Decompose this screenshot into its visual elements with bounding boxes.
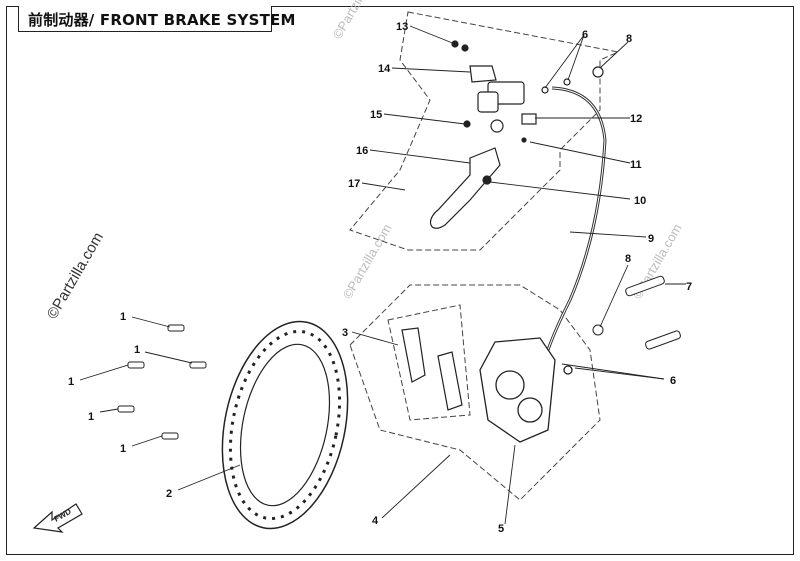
callout-17: 17 xyxy=(348,178,360,190)
callout-3: 3 xyxy=(342,327,348,339)
drawing-frame xyxy=(6,6,794,555)
washer-top-a xyxy=(541,86,549,94)
callout-1c: 1 xyxy=(68,376,74,388)
brake-hose xyxy=(546,86,607,351)
brake-pad-inner xyxy=(401,327,426,383)
group-outlines xyxy=(349,11,620,501)
watermark-left: ©Partzilla.com xyxy=(44,230,107,322)
brake-disc xyxy=(221,320,349,530)
caliper-bolts xyxy=(592,275,681,350)
callout-1d: 1 xyxy=(88,411,94,423)
small-screw xyxy=(521,137,527,143)
caliper-bolt-lower xyxy=(645,330,681,350)
brake-pads xyxy=(401,327,463,411)
callout-1e: 1 xyxy=(120,443,126,455)
title-box xyxy=(18,6,272,32)
brake-lever xyxy=(429,147,501,229)
callout-8-top: 8 xyxy=(626,33,632,45)
brake-pad-outer xyxy=(437,351,463,411)
callout-7: 7 xyxy=(686,281,692,293)
disc-bolt-4 xyxy=(117,405,135,413)
brake-hose-inner xyxy=(547,87,606,351)
watermark-1: ©Partzilla.com xyxy=(330,0,385,42)
disc-bolt-3 xyxy=(127,361,145,369)
callout-13: 13 xyxy=(396,21,408,33)
callout-1b: 1 xyxy=(134,344,140,356)
master-cylinder-group xyxy=(349,11,620,251)
disc-bolt-2 xyxy=(189,361,207,369)
callout-10: 10 xyxy=(634,195,646,207)
lever-pivot xyxy=(482,175,492,185)
master-cylinder-assembly xyxy=(429,40,604,229)
callout-4: 4 xyxy=(372,515,379,527)
banjo-bolt-top xyxy=(592,66,604,78)
callout-2: 2 xyxy=(166,488,172,500)
master-cylinder-port xyxy=(490,119,504,133)
callout-14: 14 xyxy=(378,63,391,75)
callout-11: 11 xyxy=(630,159,642,171)
front-arrow-icon: FWD xyxy=(32,503,83,533)
brake-switch xyxy=(521,113,537,125)
disc-bolts xyxy=(117,324,207,440)
callout-6-top: 6 xyxy=(582,29,588,41)
callout-9: 9 xyxy=(648,233,654,245)
bleeder-screw xyxy=(592,324,604,336)
handlebar-clamp xyxy=(469,65,497,83)
callout-12: 12 xyxy=(630,113,642,125)
callout-16: 16 xyxy=(356,145,368,157)
caliper-group xyxy=(349,284,601,501)
pads-group xyxy=(387,304,471,421)
diagram-title: 前制动器/ FRONT BRAKE SYSTEM xyxy=(28,11,296,29)
callout-8-bottom: 8 xyxy=(625,253,631,265)
watermarks: ©Partzilla.com ©Partzilla.com ©Partzilla… xyxy=(44,0,685,322)
clamp-bolt-b xyxy=(461,44,469,52)
leader-lines xyxy=(79,25,686,525)
master-cylinder-body xyxy=(477,91,499,113)
washer-top-b xyxy=(563,78,571,86)
watermark-2: ©Partzilla.com xyxy=(340,221,395,301)
brake-caliper xyxy=(479,337,573,443)
callout-6-bottom: 6 xyxy=(670,375,676,387)
disc-bolt-1 xyxy=(167,324,185,332)
callout-5: 5 xyxy=(498,523,504,535)
callout-1a: 1 xyxy=(120,311,126,323)
caliper-bolt-upper xyxy=(625,275,665,297)
callout-labels: 1 1 1 1 1 2 3 4 5 6 6 7 8 8 9 10 11 12 1… xyxy=(68,21,692,535)
disc-bolt-5 xyxy=(161,432,179,440)
callout-15: 15 xyxy=(370,109,382,121)
